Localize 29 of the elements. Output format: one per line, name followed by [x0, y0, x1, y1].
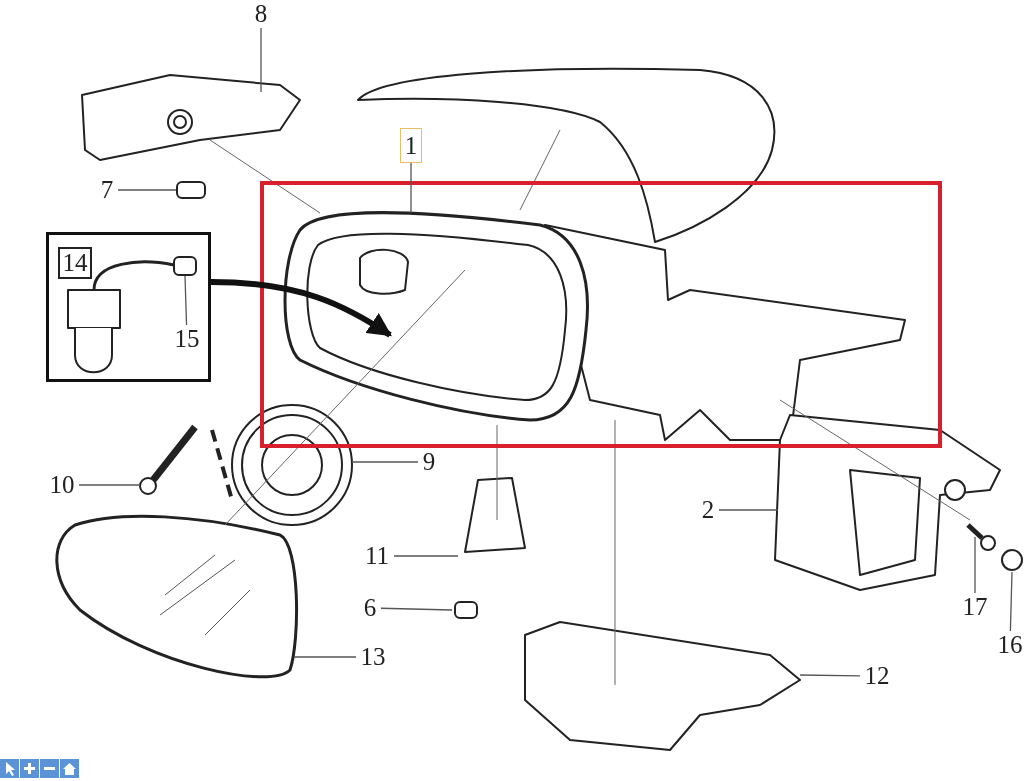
leader-line [1009, 571, 1013, 632]
callout-number: 14 [58, 247, 92, 279]
leader-line [974, 536, 976, 594]
leader-line [293, 656, 357, 658]
leader-line [184, 275, 188, 326]
leader-line [410, 162, 412, 214]
arrow [210, 279, 392, 338]
leader-line [380, 607, 453, 611]
leader-line [718, 509, 779, 511]
leader-line [117, 189, 177, 191]
callout-number: 1 [400, 128, 422, 163]
callout-number: 6 [359, 594, 381, 622]
callout-number: 9 [418, 448, 440, 476]
callout-number: 11 [360, 542, 394, 570]
callout-number: 12 [860, 662, 894, 690]
leader-line [799, 674, 861, 677]
callout-number: 7 [96, 176, 118, 204]
leader-line [351, 461, 419, 463]
callout-number: 16 [993, 631, 1024, 659]
callout-number: 13 [356, 643, 390, 671]
callout-number: 2 [697, 496, 719, 524]
callout-number: 15 [170, 325, 204, 353]
callout-number: 17 [958, 593, 992, 621]
callout-number: 10 [45, 471, 79, 499]
inset-frame [46, 232, 211, 382]
leader-line [260, 27, 262, 93]
leader-line [393, 555, 459, 557]
leader-line [78, 484, 141, 486]
callout-number: 8 [250, 0, 272, 28]
